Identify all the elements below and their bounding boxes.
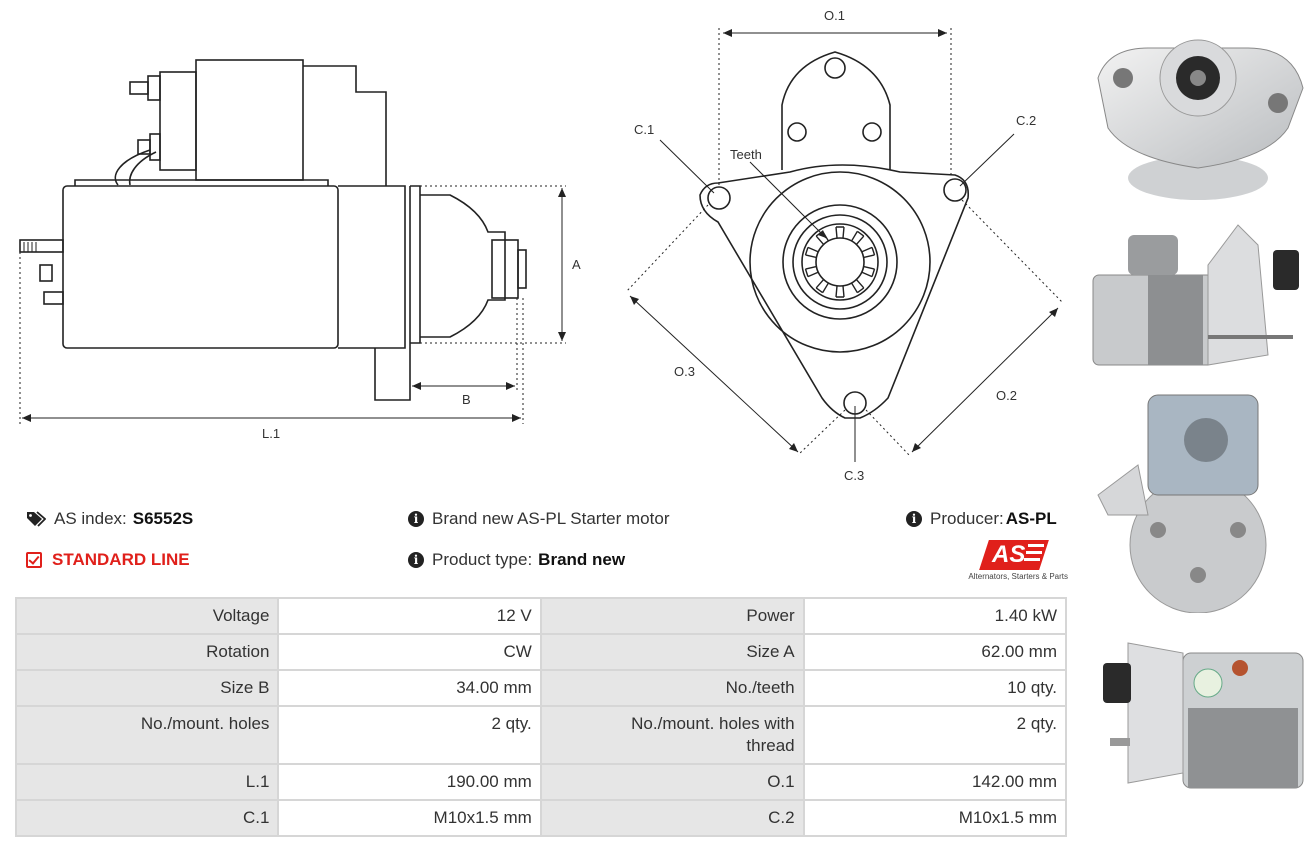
info-circle-icon: i (906, 511, 922, 527)
spec-label: No./mount. holes with thread (539, 705, 805, 765)
table-row: No./mount. holes 2 qty. No./mount. holes… (14, 705, 1068, 765)
spec-label: Power (539, 597, 805, 635)
table-row: Rotation CW Size A 62.00 mm (14, 633, 1068, 671)
dim-l1-label: L.1 (262, 426, 280, 441)
spec-label: O.1 (539, 763, 805, 801)
table-row: L.1 190.00 mm O.1 142.00 mm (14, 763, 1068, 801)
as-index-label: AS index: (54, 509, 127, 528)
dim-b-label: B (462, 392, 471, 407)
spec-label: No./mount. holes (14, 705, 280, 765)
dim-c2-label: C.2 (1016, 113, 1036, 128)
logo-tagline: Alternators, Starters & Parts (968, 572, 1068, 581)
description-text: Brand new AS-PL Starter motor (432, 509, 670, 528)
product-type-label: Product type: (432, 550, 533, 569)
product-photo-rear[interactable] (1088, 385, 1308, 613)
product-type: i Product type: Brand new (408, 550, 625, 570)
table-row: Size B 34.00 mm No./teeth 10 qty. (14, 669, 1068, 707)
standard-line-label: STANDARD LINE (52, 550, 190, 569)
spec-value: 142.00 mm (802, 763, 1068, 801)
spec-value: M10x1.5 mm (802, 799, 1068, 837)
description: i Brand new AS-PL Starter motor (408, 509, 669, 529)
spec-label: C.2 (539, 799, 805, 837)
spec-label: L.1 (14, 763, 280, 801)
dim-o1-label: O.1 (824, 8, 845, 23)
producer-value: AS-PL (1005, 509, 1057, 528)
spec-value: 62.00 mm (802, 633, 1068, 671)
dim-o3-label: O.3 (674, 364, 695, 379)
spec-label: No./teeth (539, 669, 805, 707)
spec-value: 190.00 mm (277, 763, 542, 801)
spec-label: Size B (14, 669, 280, 707)
front-view-drawing: O.1 O.3 O.2 C.1 C.2 C.3 Teeth (625, 8, 1063, 483)
spec-label: Rotation (14, 633, 280, 671)
table-row: Voltage 12 V Power 1.40 kW (14, 597, 1068, 635)
as-pl-logo: AS Alternators, Starters & Parts (962, 540, 1068, 582)
spec-label: Voltage (14, 597, 280, 635)
teeth-label: Teeth (730, 147, 762, 162)
info-circle-icon: i (408, 511, 424, 527)
spec-value: 1.40 kW (802, 597, 1068, 635)
producer-label: Producer: (930, 509, 1004, 528)
standard-line: STANDARD LINE (26, 550, 190, 570)
info-circle-icon: i (408, 552, 424, 568)
dim-a-label: A (572, 257, 581, 272)
product-photo-front[interactable] (1088, 8, 1308, 204)
check-square-icon (26, 552, 42, 568)
spec-label: Size A (539, 633, 805, 671)
tags-icon (27, 511, 46, 527)
dim-c1-label: C.1 (634, 122, 654, 137)
as-index: AS index: S6552S (26, 509, 193, 529)
product-type-value: Brand new (538, 550, 626, 569)
spec-value: 2 qty. (277, 705, 542, 765)
spec-value: 12 V (277, 597, 542, 635)
table-row: C.1 M10x1.5 mm C.2 M10x1.5 mm (14, 799, 1068, 837)
dim-c3-label: C.3 (844, 468, 864, 483)
product-photo-top[interactable] (1088, 623, 1308, 793)
spec-value: CW (277, 633, 542, 671)
dim-o2-label: O.2 (996, 388, 1017, 403)
as-index-value: S6552S (132, 509, 194, 528)
spec-value: 10 qty. (802, 669, 1068, 707)
spec-table: Voltage 12 V Power 1.40 kW Rotation CW S… (14, 597, 1068, 837)
logo-text: AS (992, 541, 1026, 568)
spec-value: 34.00 mm (277, 669, 542, 707)
spec-value: M10x1.5 mm (277, 799, 542, 837)
spec-label: C.1 (14, 799, 280, 837)
producer: i Producer: AS-PL (906, 509, 1057, 529)
spec-value: 2 qty. (802, 705, 1068, 765)
side-view-drawing: A B L.1 (19, 59, 581, 441)
product-photo-side[interactable] (1088, 205, 1308, 373)
